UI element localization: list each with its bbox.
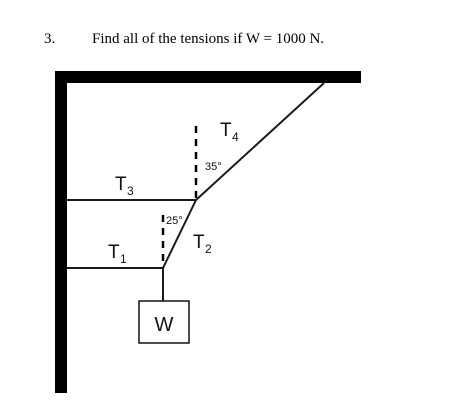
- weight-box: [138, 300, 190, 344]
- label-t1-sub: 1: [120, 252, 127, 266]
- label-t4-sub: 4: [232, 130, 239, 144]
- label-t3-main: T: [115, 174, 127, 195]
- problem-text: Find all of the tensions if W = 1000 N.: [92, 31, 325, 47]
- wall: [55, 83, 67, 393]
- angle-upper: 35°: [205, 161, 222, 173]
- ceiling-beam: [55, 71, 361, 83]
- label-t1-main: T: [108, 242, 120, 263]
- angle-lower: 25°: [166, 215, 183, 227]
- weight-label: W: [155, 314, 174, 336]
- rope-t4: [195, 82, 325, 201]
- label-t2-main: T: [193, 232, 205, 253]
- label-t2-sub: 2: [205, 242, 212, 256]
- label-t3-sub: 3: [127, 184, 134, 198]
- rope-t2: [162, 199, 197, 269]
- problem-number: 3.: [44, 31, 56, 47]
- label-t4-main: T: [220, 120, 232, 141]
